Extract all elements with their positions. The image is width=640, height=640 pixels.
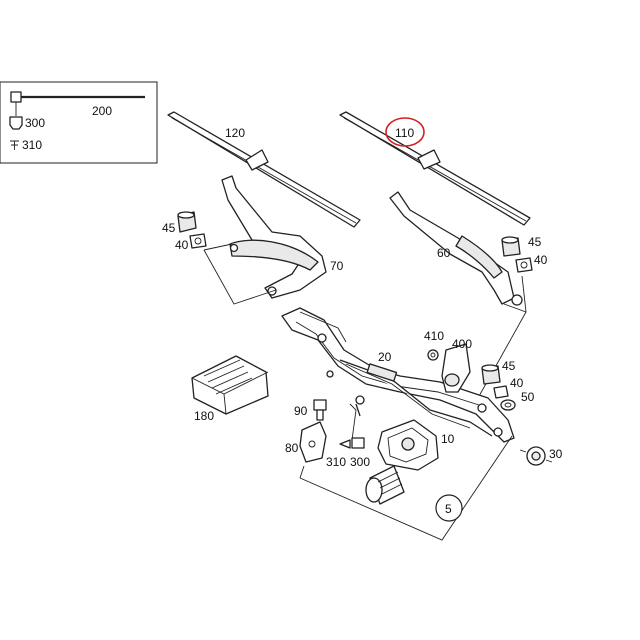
- plug-30: 30: [519, 446, 563, 466]
- label-50: 50: [521, 390, 535, 404]
- cap-nut-right-middle: 45 40 50: [481, 359, 535, 411]
- wiper-blade-left: 120: [167, 111, 361, 228]
- bolt-90: 90: [294, 399, 327, 421]
- label-180: 180: [194, 409, 214, 423]
- wiper-motor: 10: [365, 419, 455, 505]
- legend-label-200: 200: [92, 104, 112, 118]
- wiper-arm-right: 60: [389, 191, 523, 306]
- label-400: 400: [452, 337, 472, 351]
- connector-310-300: 310 300: [326, 403, 370, 469]
- cap-nut-left: 45 40: [162, 211, 277, 305]
- highlight-circle-110: [385, 117, 425, 147]
- label-410: 410: [424, 329, 444, 343]
- mount-bracket-80: 80: [285, 421, 327, 463]
- cap-nut-right-top: 45 40: [477, 235, 548, 399]
- label-10: 10: [441, 432, 455, 446]
- legend-label-300: 300: [25, 116, 45, 130]
- label-45-middle: 45: [502, 359, 516, 373]
- wiper-arm-left: 70: [221, 175, 344, 299]
- callout-circle-5: [435, 494, 463, 522]
- label-5: 5: [445, 502, 452, 516]
- legend-label-310: 310: [22, 138, 42, 152]
- label-40-middle: 40: [510, 376, 524, 390]
- wiper-blade-right: 110: [339, 111, 531, 226]
- label-300: 300: [350, 455, 370, 469]
- wiper-linkage-frame: 20: [281, 307, 515, 443]
- label-45-left: 45: [162, 221, 176, 235]
- grommet-410-400: 410 400: [424, 329, 472, 393]
- label-90: 90: [294, 404, 308, 418]
- label-310: 310: [326, 455, 346, 469]
- label-30: 30: [549, 447, 563, 461]
- label-20: 20: [378, 350, 392, 364]
- label-40-right: 40: [534, 253, 548, 267]
- legend-square-icon: [10, 91, 22, 103]
- legend-connector-icon: [9, 116, 23, 130]
- legend-pin-icon: [10, 140, 19, 150]
- label-80: 80: [285, 441, 299, 455]
- label-45-right: 45: [528, 235, 542, 249]
- label-60: 60: [437, 246, 451, 260]
- label-70: 70: [330, 259, 344, 273]
- label-120: 120: [225, 126, 245, 140]
- legend-frame: [0, 81, 158, 164]
- assembly-group-5: 5: [299, 435, 513, 541]
- bracket-block-180: 180: [191, 355, 269, 423]
- label-110: 110: [395, 126, 414, 140]
- legend-box: 200 300 310: [0, 81, 158, 164]
- label-40-left: 40: [175, 238, 189, 252]
